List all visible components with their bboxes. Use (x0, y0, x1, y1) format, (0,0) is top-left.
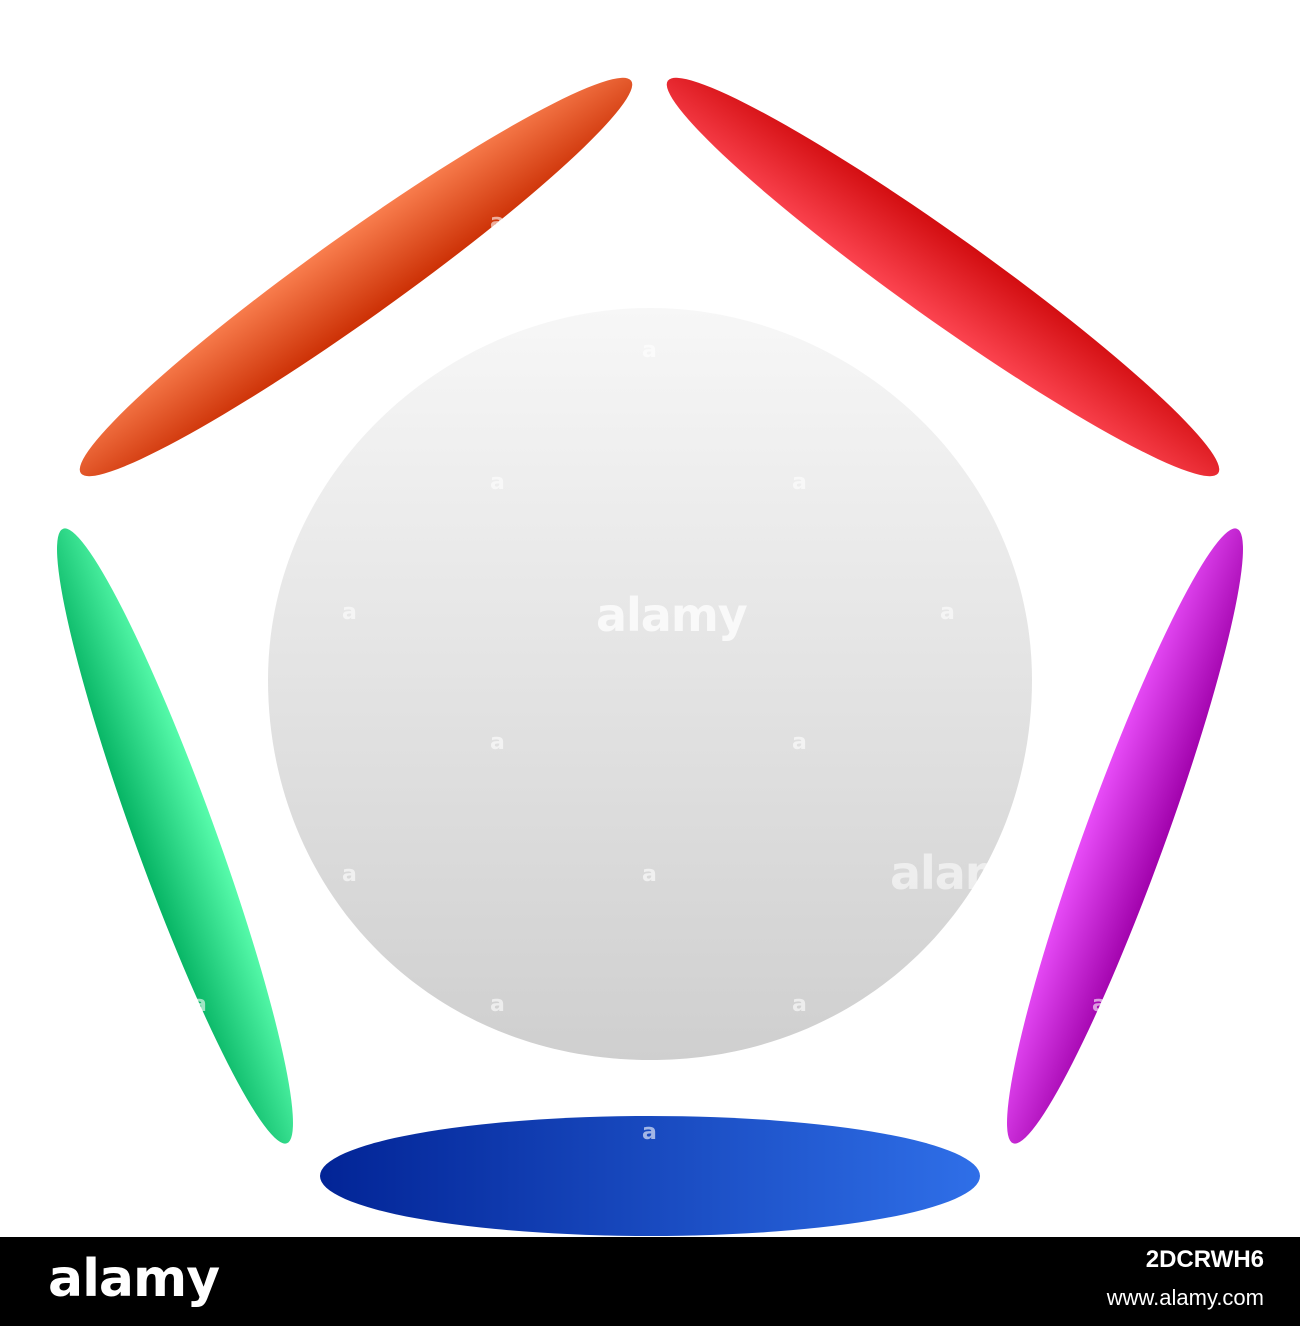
blue-petal (320, 1116, 980, 1236)
footer-bar: alamy 2DCRWH6 www.alamy.com (0, 1237, 1300, 1326)
brand-logo: alamy (48, 1249, 220, 1309)
red-petal (666, 77, 1220, 477)
orange-petal (79, 77, 633, 477)
image-id: 2DCRWH6 (1145, 1246, 1264, 1273)
site-url: www.alamy.com (1106, 1285, 1264, 1310)
pentagon-logo-graphic (57, 77, 1243, 1236)
image-reference: 2DCRWH6 www.alamy.com (1107, 1245, 1264, 1313)
green-petal (57, 528, 293, 1144)
magenta-petal (1007, 528, 1243, 1144)
center-circle (268, 308, 1032, 1060)
